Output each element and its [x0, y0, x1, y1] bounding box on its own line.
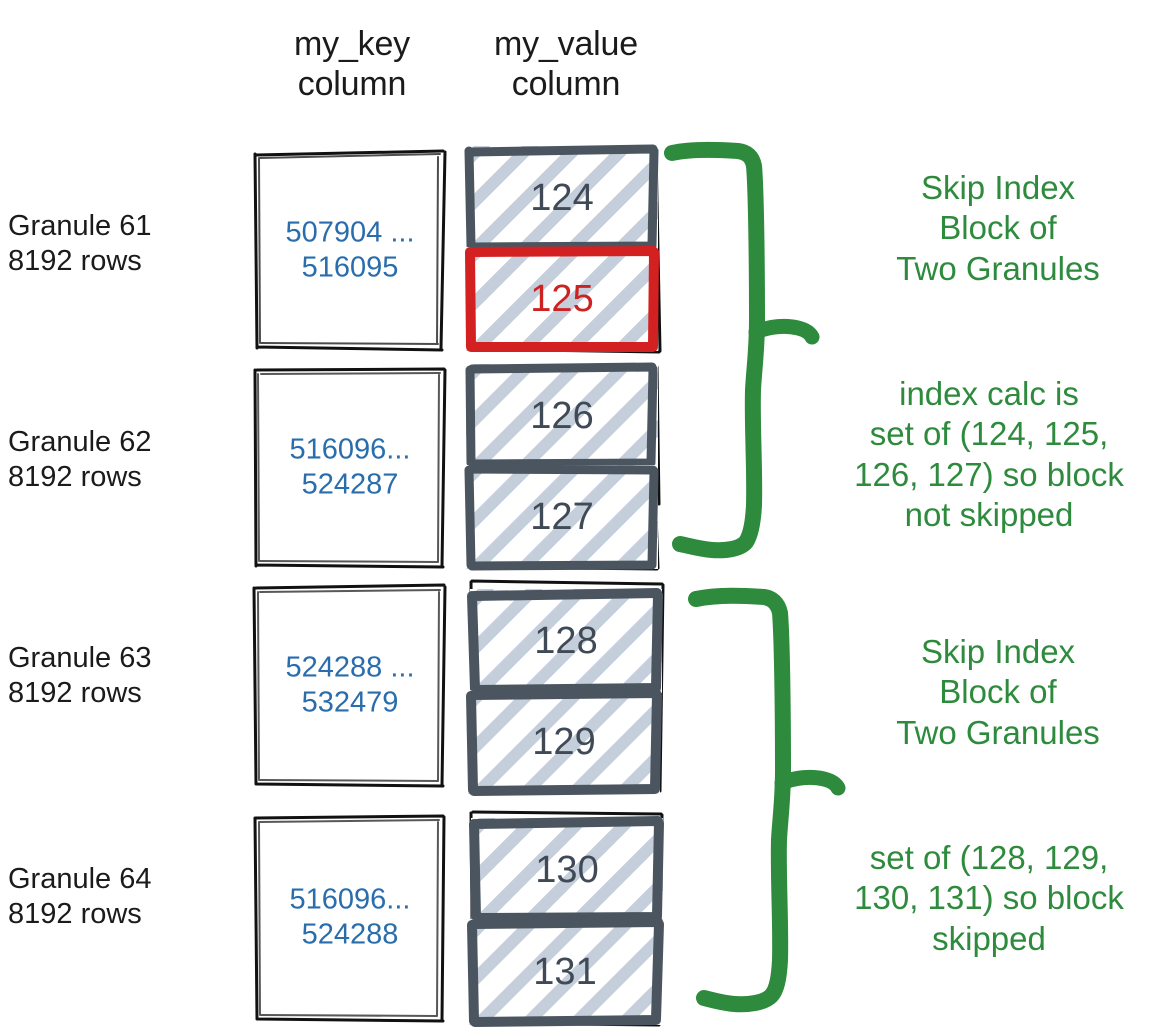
granule-label-63: Granule 63 8192 rows — [8, 642, 152, 709]
skip-index-bracket-lower — [688, 587, 846, 1013]
key-range-box-granule-61: 507904 ... 516095 — [252, 148, 448, 353]
value-number-126: 126 — [530, 395, 594, 437]
key-range-text-granule-62: 516096... 524287 — [289, 433, 411, 501]
note-set-of-block-skipped: set of (128, 129, 130, 131) so block ski… — [854, 839, 1124, 957]
note-skip-index-block-1: Skip Index Block of Two Granules — [896, 169, 1100, 287]
value-cell-126: 126 — [465, 362, 658, 469]
granule-label-62: Granule 62 8192 rows — [8, 426, 152, 493]
value-granule-group-61: 124 125 — [464, 144, 662, 354]
key-range-text-granule-64: 516096... 524288 — [289, 883, 411, 951]
value-granule-group-62: 126 127 — [464, 362, 662, 572]
value-cell-124: 124 — [464, 144, 659, 252]
key-range-text-granule-61: 507904 ... 516095 — [285, 216, 415, 284]
value-number-128: 128 — [534, 620, 598, 662]
value-number-124: 124 — [530, 177, 594, 219]
value-cell-130: 130 — [469, 816, 664, 923]
value-number-130: 130 — [535, 849, 599, 891]
granule-label-61: Granule 61 8192 rows — [8, 210, 152, 277]
key-range-box-granule-63: 524288 ... 532479 — [252, 582, 448, 789]
key-range-box-granule-62: 516096... 524287 — [252, 365, 448, 570]
note-skip-index-block-2: Skip Index Block of Two Granules — [896, 633, 1100, 751]
key-range-box-granule-64: 516096... 524288 — [252, 812, 448, 1024]
value-granule-group-64: 130 131 — [466, 808, 666, 1028]
key-range-text-granule-63: 524288 ... 532479 — [285, 651, 415, 719]
value-cell-128: 128 — [467, 588, 663, 695]
value-cell-129: 129 — [466, 688, 662, 796]
granule-label-64: Granule 64 8192 rows — [8, 863, 152, 930]
value-number-125: 125 — [530, 278, 594, 320]
value-cell-125-highlighted: 125 — [465, 246, 659, 352]
note-index-calc-not-skipped: index calc is set of (124, 125, 126, 127… — [854, 375, 1124, 533]
value-number-131: 131 — [533, 951, 597, 993]
value-cell-131: 131 — [467, 917, 664, 1027]
value-number-127: 127 — [530, 496, 594, 538]
value-number-129: 129 — [532, 721, 596, 763]
value-cell-127: 127 — [464, 464, 659, 571]
my-value-column-header: my_value column — [494, 25, 638, 104]
value-granule-group-63: 128 129 — [466, 578, 666, 796]
my-key-column-header: my_key column — [294, 25, 410, 104]
